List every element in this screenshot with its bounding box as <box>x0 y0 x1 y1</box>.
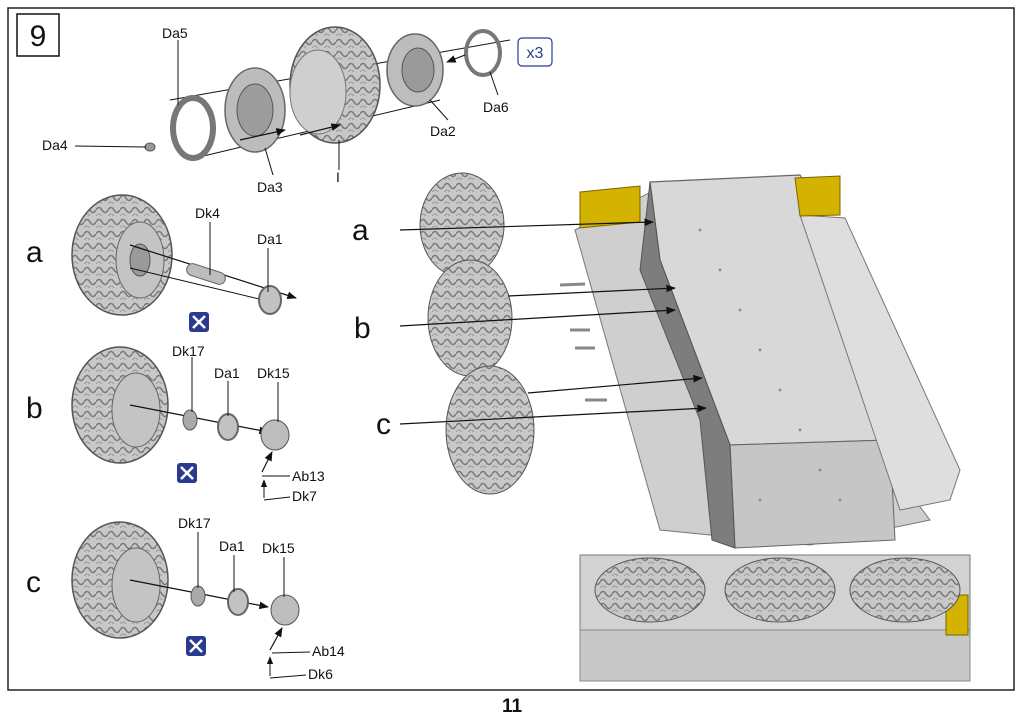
part-da1-c <box>227 588 249 616</box>
subassembly-a: a Dk4 Da1 <box>26 194 297 332</box>
spare-wheel-1 <box>594 557 706 623</box>
ring-da5 <box>170 95 216 161</box>
hull-wheel-c <box>445 365 535 495</box>
step-number: 9 <box>30 20 47 53</box>
page-frame <box>7 7 1015 691</box>
no-glue-icon <box>189 312 209 332</box>
subassembly-b: b Dk17 Da1 Dk15 Ab13 Dk7 <box>26 343 325 504</box>
label-da6: Da6 <box>483 99 509 115</box>
label-c-da1: Da1 <box>219 538 245 554</box>
no-glue-icon <box>177 463 197 483</box>
label-c-dk6: Dk6 <box>308 666 333 682</box>
svg-text:x3: x3 <box>527 45 544 62</box>
axle-dk4 <box>186 263 226 285</box>
letter-a: a <box>26 236 43 269</box>
part-dk15-b <box>260 419 290 451</box>
label-b-dk17: Dk17 <box>172 343 205 359</box>
label-da3: Da3 <box>257 179 283 195</box>
label-da4: Da4 <box>42 137 68 153</box>
part-dk17-c <box>190 585 206 607</box>
label-b-dk15: Dk15 <box>257 365 290 381</box>
no-glue-icon <box>186 636 206 656</box>
hull-letter-a: a <box>352 214 369 247</box>
letter-b: b <box>26 392 43 425</box>
label-da5: Da5 <box>162 25 188 41</box>
ring-da6 <box>464 29 502 77</box>
step-number-box: 9 <box>16 13 60 57</box>
quantity-badge: x3 <box>517 37 553 67</box>
label-da2: Da2 <box>430 123 456 139</box>
wheel-exploded-view: Da5 Da4 Da3 I Da2 Da6 x3 <box>42 25 553 195</box>
part-dk15-c <box>270 594 300 626</box>
label-b-ab13: Ab13 <box>292 468 325 484</box>
hull-letter-b: b <box>354 312 371 345</box>
yellow-block-right <box>794 175 841 217</box>
label-c-dk15: Dk15 <box>262 540 295 556</box>
subassembly-c: c Dk17 Da1 Dk15 Ab14 Dk6 <box>26 515 345 682</box>
label-c-ab14: Ab14 <box>312 643 345 659</box>
label-b-da1: Da1 <box>214 365 240 381</box>
label-b-dk7: Dk7 <box>292 488 317 504</box>
spare-wheel-3 <box>849 557 961 623</box>
hull-wheel-b <box>427 259 513 377</box>
label-a-da1: Da1 <box>257 231 283 247</box>
yellow-block-left <box>579 185 641 229</box>
label-c-dk17: Dk17 <box>178 515 211 531</box>
part-dk17-b <box>182 409 198 431</box>
label-a-dk4: Dk4 <box>195 205 220 221</box>
letter-c: c <box>26 566 41 599</box>
hull-letter-c: c <box>376 408 391 441</box>
hull-assembly: a b c <box>352 172 971 682</box>
part-da1-b <box>217 413 239 441</box>
spare-wheel-2 <box>724 557 836 623</box>
hub-da1-a <box>258 285 282 315</box>
label-i: I <box>336 169 340 185</box>
page-number: 11 <box>502 696 523 716</box>
